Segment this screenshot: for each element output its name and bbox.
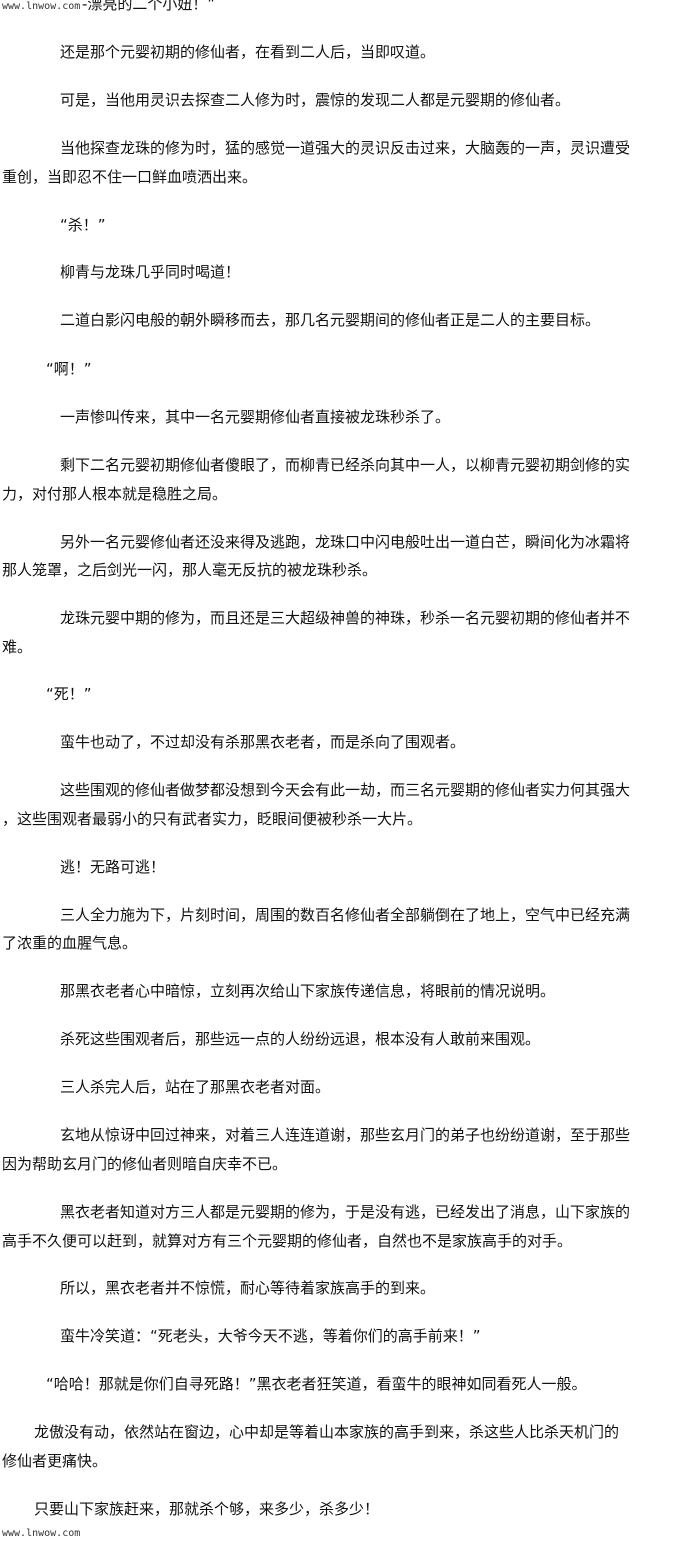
paragraph-line: 杀死这些围观者后，那些远一点的人纷纷远退，根本没有人敢前来围观。 <box>60 1030 541 1048</box>
paragraph-line: 重创，当即忍不住一口鲜血喷洒出来。 <box>2 168 258 186</box>
paragraph-line: 三人杀完人后，站在了那黑衣老者对面。 <box>60 1078 331 1096</box>
paragraph-line: “杀！” <box>60 216 106 234</box>
paragraph-line: 龙傲没有动，依然站在窗边，心中却是等着山本家族的高手到来，杀这些人比杀天机门的 <box>34 1423 620 1441</box>
paragraph-line: 难。 <box>2 638 33 656</box>
paragraph-line: 因为帮助玄月门的修仙者则暗自庆幸不已。 <box>2 1155 288 1173</box>
watermark-bottom: www.lnwow.com <box>2 1528 81 1539</box>
paragraph-line: ，这些围观者最弱小的只有武者实力，眨眼间便被秒杀一大片。 <box>2 810 423 828</box>
paragraph-line: 三人全力施为下，片刻时间，周围的数百名修仙者全部躺倒在了地上，空气中已经充满 <box>60 906 631 924</box>
paragraph-line: 只要山下家族赶来，那就杀个够，来多少，杀多少！ <box>34 1500 380 1518</box>
paragraph-line: 蛮牛也动了，不过却没有杀那黑衣老者，而是杀向了围观者。 <box>60 733 466 751</box>
paragraph-line: “啊！” <box>46 360 92 378</box>
paragraph-line: 还是那个元婴初期的修仙者，在看到二人后，当即叹道。 <box>60 43 436 61</box>
paragraph-line: 逃！无路可逃！ <box>60 858 166 876</box>
paragraph-line: 修仙者更痛快。 <box>2 1452 108 1470</box>
paragraph-line: 二道白影闪电般的朝外瞬移而去，那几名元婴期间的修仙者正是二人的主要目标。 <box>60 311 601 329</box>
paragraph-line: 黑衣老者知道对方三人都是元婴期的修为，于是没有逃，已经发出了消息，山下家族的 <box>60 1203 631 1221</box>
paragraph-line: 这些围观的修仙者做梦都没想到今天会有此一劫，而三名元婴期的修仙者实力何其强大 <box>60 781 631 799</box>
paragraph-line: 那人笼罩，之后剑光一闪，那人毫无反抗的被龙珠秒杀。 <box>2 561 378 579</box>
paragraph-line: “哈哈！那就是你们自寻死路！”黑衣老者狂笑道，看蛮牛的眼神如同看死人一般。 <box>46 1375 587 1393</box>
paragraph-line: 可是，当他用灵识去探查二人修为时，震惊的发现二人都是元婴期的修仙者。 <box>60 91 571 109</box>
paragraph-line: 所以，黑衣老者并不惊慌，耐心等待着家族高手的到来。 <box>60 1279 436 1297</box>
paragraph-line: 柳青与龙珠几乎同时喝道！ <box>60 263 241 281</box>
paragraph-line: 高手不久便可以赶到，就算对方有三个元婴期的修仙者，自然也不是家族高手的对手。 <box>2 1232 573 1250</box>
paragraph-line: 当他探查龙珠的修为时，猛的感觉一道强大的灵识反击过来，大脑轰的一声，灵识遭受 <box>60 139 631 157</box>
watermark-top: www.lnwow.com <box>2 1 81 12</box>
paragraph-line: 另外一名元婴修仙者还没来得及逃跑，龙珠口中闪电般吐出一道白芒，瞬间化为冰霜将 <box>60 533 631 551</box>
paragraph-line: 一声惨叫传来，其中一名元婴期修仙者直接被龙珠秒杀了。 <box>60 408 451 426</box>
paragraph-line: 龙珠元婴中期的修为，而且还是三大超级神兽的神珠，秒杀一名元婴初期的修仙者并不 <box>60 609 631 627</box>
paragraph-line: “死！” <box>46 685 92 703</box>
paragraph-line: 那黑衣老者心中暗惊，立刻再次给山下家族传递信息，将眼前的情况说明。 <box>60 982 556 1000</box>
paragraph-line: 蛮牛冷笑道：“死老头，大爷今天不逃，等着你们的高手前来！” <box>60 1327 481 1345</box>
paragraph-line: 玄地从惊讶中回过神来，对着三人连连道谢，那些玄月门的弟子也纷纷道谢，至于那些 <box>60 1126 631 1144</box>
paragraph-line: 剩下二名元婴初期修仙者傻眼了，而柳青已经杀向其中一人，以柳青元婴初期剑修的实 <box>60 456 631 474</box>
top-fragment: -漂亮的二个小妞！” <box>82 0 216 13</box>
paragraph-line: 力，对付那人根本就是稳胜之局。 <box>2 485 228 503</box>
paragraph-line: 了浓重的血腥气息。 <box>2 934 138 952</box>
